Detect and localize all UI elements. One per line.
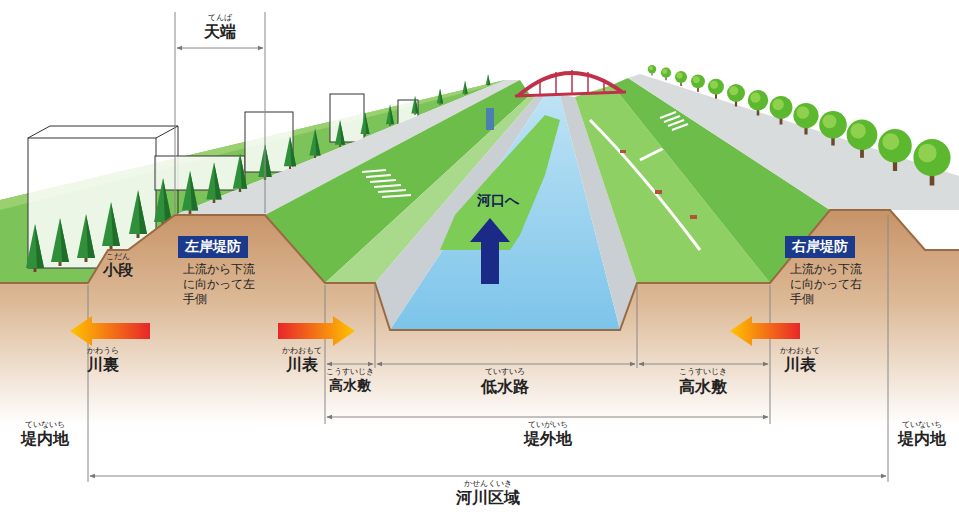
furigana: ていすいろ xyxy=(405,368,605,377)
flow-label: 河口へ xyxy=(398,193,598,208)
levee-heading: 左岸堤防 xyxy=(178,236,248,258)
furigana: ていないち xyxy=(822,421,959,430)
part-name: 天端 xyxy=(120,23,320,41)
zone-name: 堤外地 xyxy=(448,430,648,448)
furigana: かわおもて xyxy=(700,347,900,356)
zone-name: 高水敷 xyxy=(250,378,450,393)
furigana: かせんくいき xyxy=(388,480,588,489)
furigana: こうすいじき xyxy=(603,368,803,377)
furigana: かわうら xyxy=(3,347,203,356)
zone-name: 堤内地 xyxy=(0,430,145,448)
part-name: 川表 xyxy=(700,356,900,374)
levee-note: 上流から下流に向かって右手側 xyxy=(790,262,866,307)
furigana: ていがいち xyxy=(448,421,648,430)
furigana: かわおもて xyxy=(202,347,402,356)
zone-name: 高水敷 xyxy=(603,378,803,396)
levee-heading: 右岸堤防 xyxy=(785,236,855,258)
levee-note: 上流から下流に向かって左手側 xyxy=(183,262,259,307)
furigana: こうすいじき xyxy=(250,368,450,376)
zone-name: 河川区域 xyxy=(388,489,588,507)
zone-name: 低水路 xyxy=(405,378,605,396)
levee-label: 右岸堤防上流から下流に向かって右手側 xyxy=(785,236,866,307)
part-name: 川裏 xyxy=(3,356,203,374)
levee-label: 左岸堤防上流から下流に向かって左手側 xyxy=(178,236,259,307)
furigana: ていないち xyxy=(0,421,145,430)
zone-name: 堤内地 xyxy=(822,430,959,448)
furigana: てんば xyxy=(120,14,320,23)
